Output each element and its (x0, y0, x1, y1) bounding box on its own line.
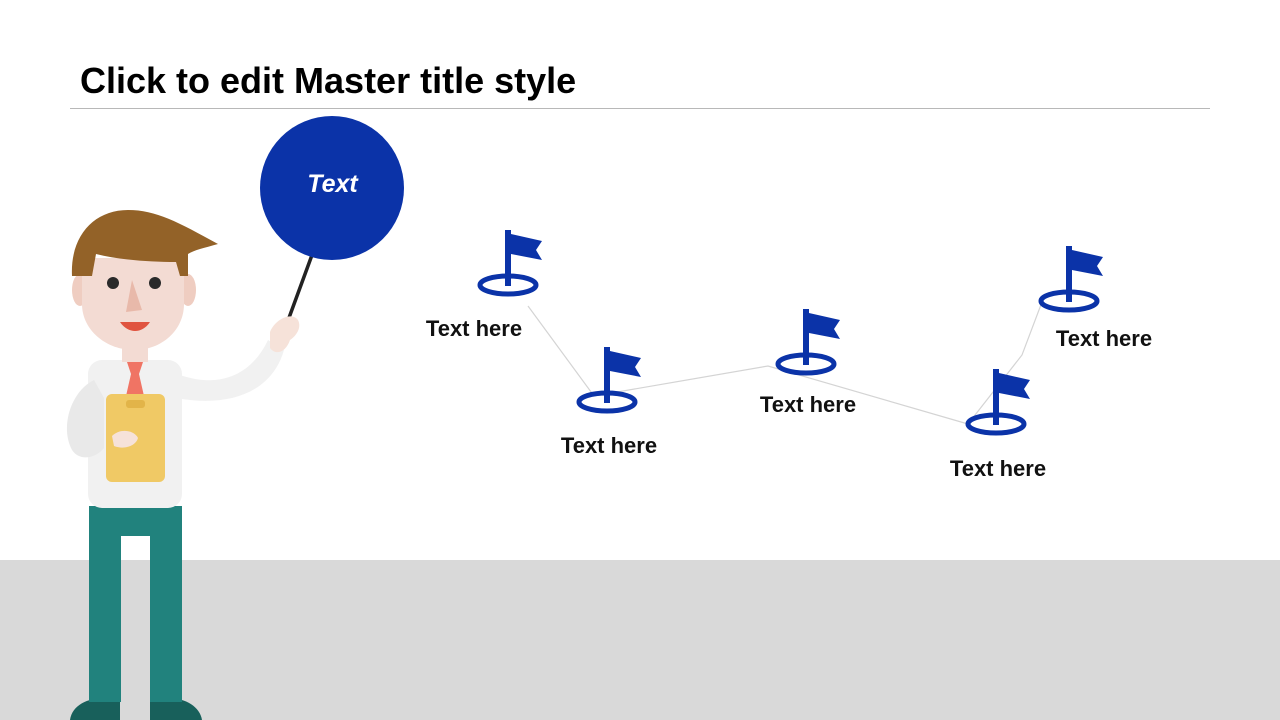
flag-icon[interactable] (477, 230, 542, 297)
left-shoe (70, 698, 120, 720)
bubble-text[interactable]: Text (307, 170, 358, 198)
nose (126, 280, 142, 312)
raised-arm (172, 340, 284, 401)
left-eye (107, 277, 119, 289)
left-arm (66, 380, 104, 458)
floor (0, 560, 1280, 720)
raised-hand (270, 316, 300, 353)
flag-icon[interactable] (576, 347, 641, 414)
title-divider (70, 108, 1210, 109)
flag-icon[interactable] (1038, 246, 1103, 313)
tie (126, 362, 144, 404)
right-shoe (150, 698, 202, 720)
text-bubble[interactable] (260, 116, 404, 260)
milestone-path (527, 301, 1043, 425)
milestone-label[interactable]: Text here (425, 316, 523, 341)
milestone-label[interactable]: Text here (560, 433, 658, 458)
milestone-label[interactable]: Text here (949, 456, 1047, 481)
right-eye (149, 277, 161, 289)
flag-icon[interactable] (965, 369, 1030, 436)
milestone-label[interactable]: Text here (1055, 326, 1153, 351)
pants (89, 506, 182, 702)
slide-title[interactable]: Click to edit Master title style (80, 60, 577, 101)
clipboard-clip (126, 400, 145, 408)
flag-icon[interactable] (775, 309, 840, 376)
hand (112, 430, 138, 448)
presenter-character (66, 210, 300, 720)
mouth (120, 322, 150, 331)
milestone-label[interactable]: Text here (759, 392, 857, 417)
hair (71, 210, 218, 276)
